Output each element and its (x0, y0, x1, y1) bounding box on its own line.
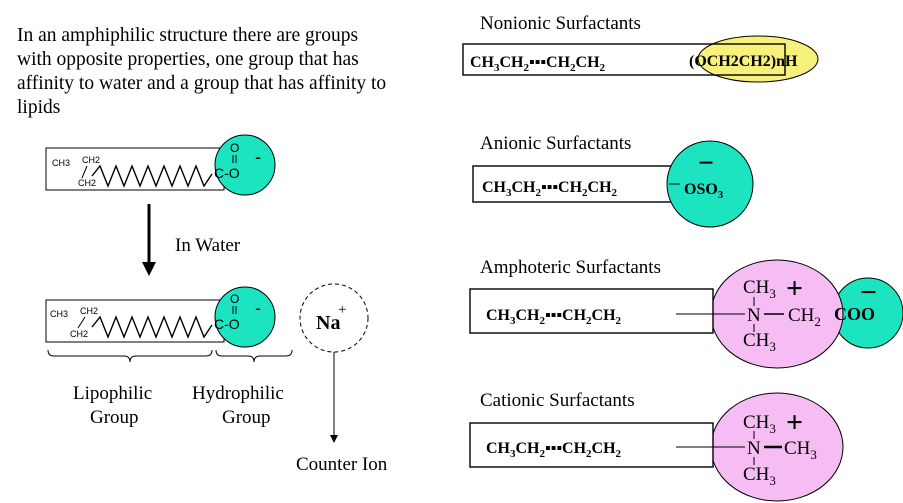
process-label: In Water (175, 235, 241, 256)
hydrophilic-head (214, 134, 276, 196)
chain-label-ch2-bottom: CH2 (78, 178, 96, 188)
nonionic-head-formula: (OCH2CH2)nH (689, 53, 798, 70)
amphoteric-coo: COO (834, 304, 875, 324)
chain-label-ch2-top-water: CH2 (80, 306, 98, 316)
hydrophilic-brace (215, 349, 293, 363)
counter-ion-label: Counter Ion (296, 454, 388, 475)
molecule-in-water: CH3 CH2 CH2 O C-O - (45, 286, 276, 348)
nonionic-tail-box (462, 43, 786, 76)
cationic-arm: CH3 (784, 438, 817, 462)
amphoteric-nitrogen: N (747, 305, 761, 326)
hydrophilic-label-line2: Group (222, 407, 271, 428)
anionic-tail-box (472, 165, 674, 203)
head-charge: - (255, 147, 261, 167)
amphoteric-coo-charge: − (860, 276, 877, 309)
anionic-head (666, 140, 754, 228)
amphoteric-top-methyl: CH3 (743, 277, 776, 301)
head-oxygen: O (230, 141, 239, 155)
amphoteric-bottom-methyl: CH3 (743, 330, 776, 354)
amphoteric-plus: + (786, 272, 803, 305)
head-charge-water: - (255, 298, 261, 318)
counter-ion-pointer-head (330, 435, 338, 443)
cationic-tail: CH3CH2▪▪▪CH2CH2 (486, 440, 622, 460)
nonionic-title: Nonionic Surfactants (480, 13, 641, 34)
amphoteric-arm: CH2 (788, 305, 821, 329)
chain-label-ch2-bottom-water: CH2 (70, 329, 88, 339)
intro-text: In an amphiphilic structure there are gr… (17, 25, 387, 118)
hydrocarbon-chain-water (91, 315, 213, 339)
lipophilic-label-line2: Group (90, 407, 139, 428)
lipophilic-label-line1: Lipophilic (73, 383, 152, 404)
chain-bond-water (77, 316, 86, 329)
counter-ion-symbol: Na (316, 312, 340, 334)
molecule-dry: CH3 CH2 CH2 O C-O - (45, 134, 276, 196)
chain-label-ch3-water: CH3 (50, 309, 68, 319)
cationic-top-methyl: CH3 (743, 412, 776, 436)
process-arrowhead (142, 262, 156, 276)
lipophilic-brace (47, 349, 213, 363)
anionic-title: Anionic Surfactants (480, 133, 631, 154)
cationic-title: Cationic Surfactants (480, 390, 635, 411)
hydrocarbon-chain (91, 164, 213, 188)
head-oxygen-water: O (230, 292, 239, 306)
amphoteric-tail-box (469, 288, 714, 334)
head-group-water: C-O (214, 316, 240, 332)
hydrophilic-head-water (214, 286, 276, 348)
cationic-bottom-methyl: CH3 (743, 464, 776, 488)
cationic-plus: + (786, 406, 803, 439)
anionic-head-formula: OSO3 (684, 181, 724, 201)
amphoteric-title: Amphoteric Surfactants (480, 257, 661, 278)
cationic-tail-box (469, 422, 714, 468)
counter-ion-charge: + (338, 302, 346, 318)
hydrophilic-label-line1: Hydrophilic (192, 383, 284, 404)
nonionic-head (697, 35, 819, 83)
chain-label-ch2-top: CH2 (82, 155, 100, 165)
counter-ion-circle (299, 283, 369, 353)
chain-bond (81, 165, 88, 179)
head-group: C-O (214, 165, 240, 181)
anionic-charge: − (698, 148, 714, 179)
chain-label-ch3: CH3 (52, 158, 70, 168)
cationic-nitrogen: N (747, 438, 761, 459)
nonionic-tail: CH3CH2▪▪▪CH2CH2 (470, 54, 606, 74)
